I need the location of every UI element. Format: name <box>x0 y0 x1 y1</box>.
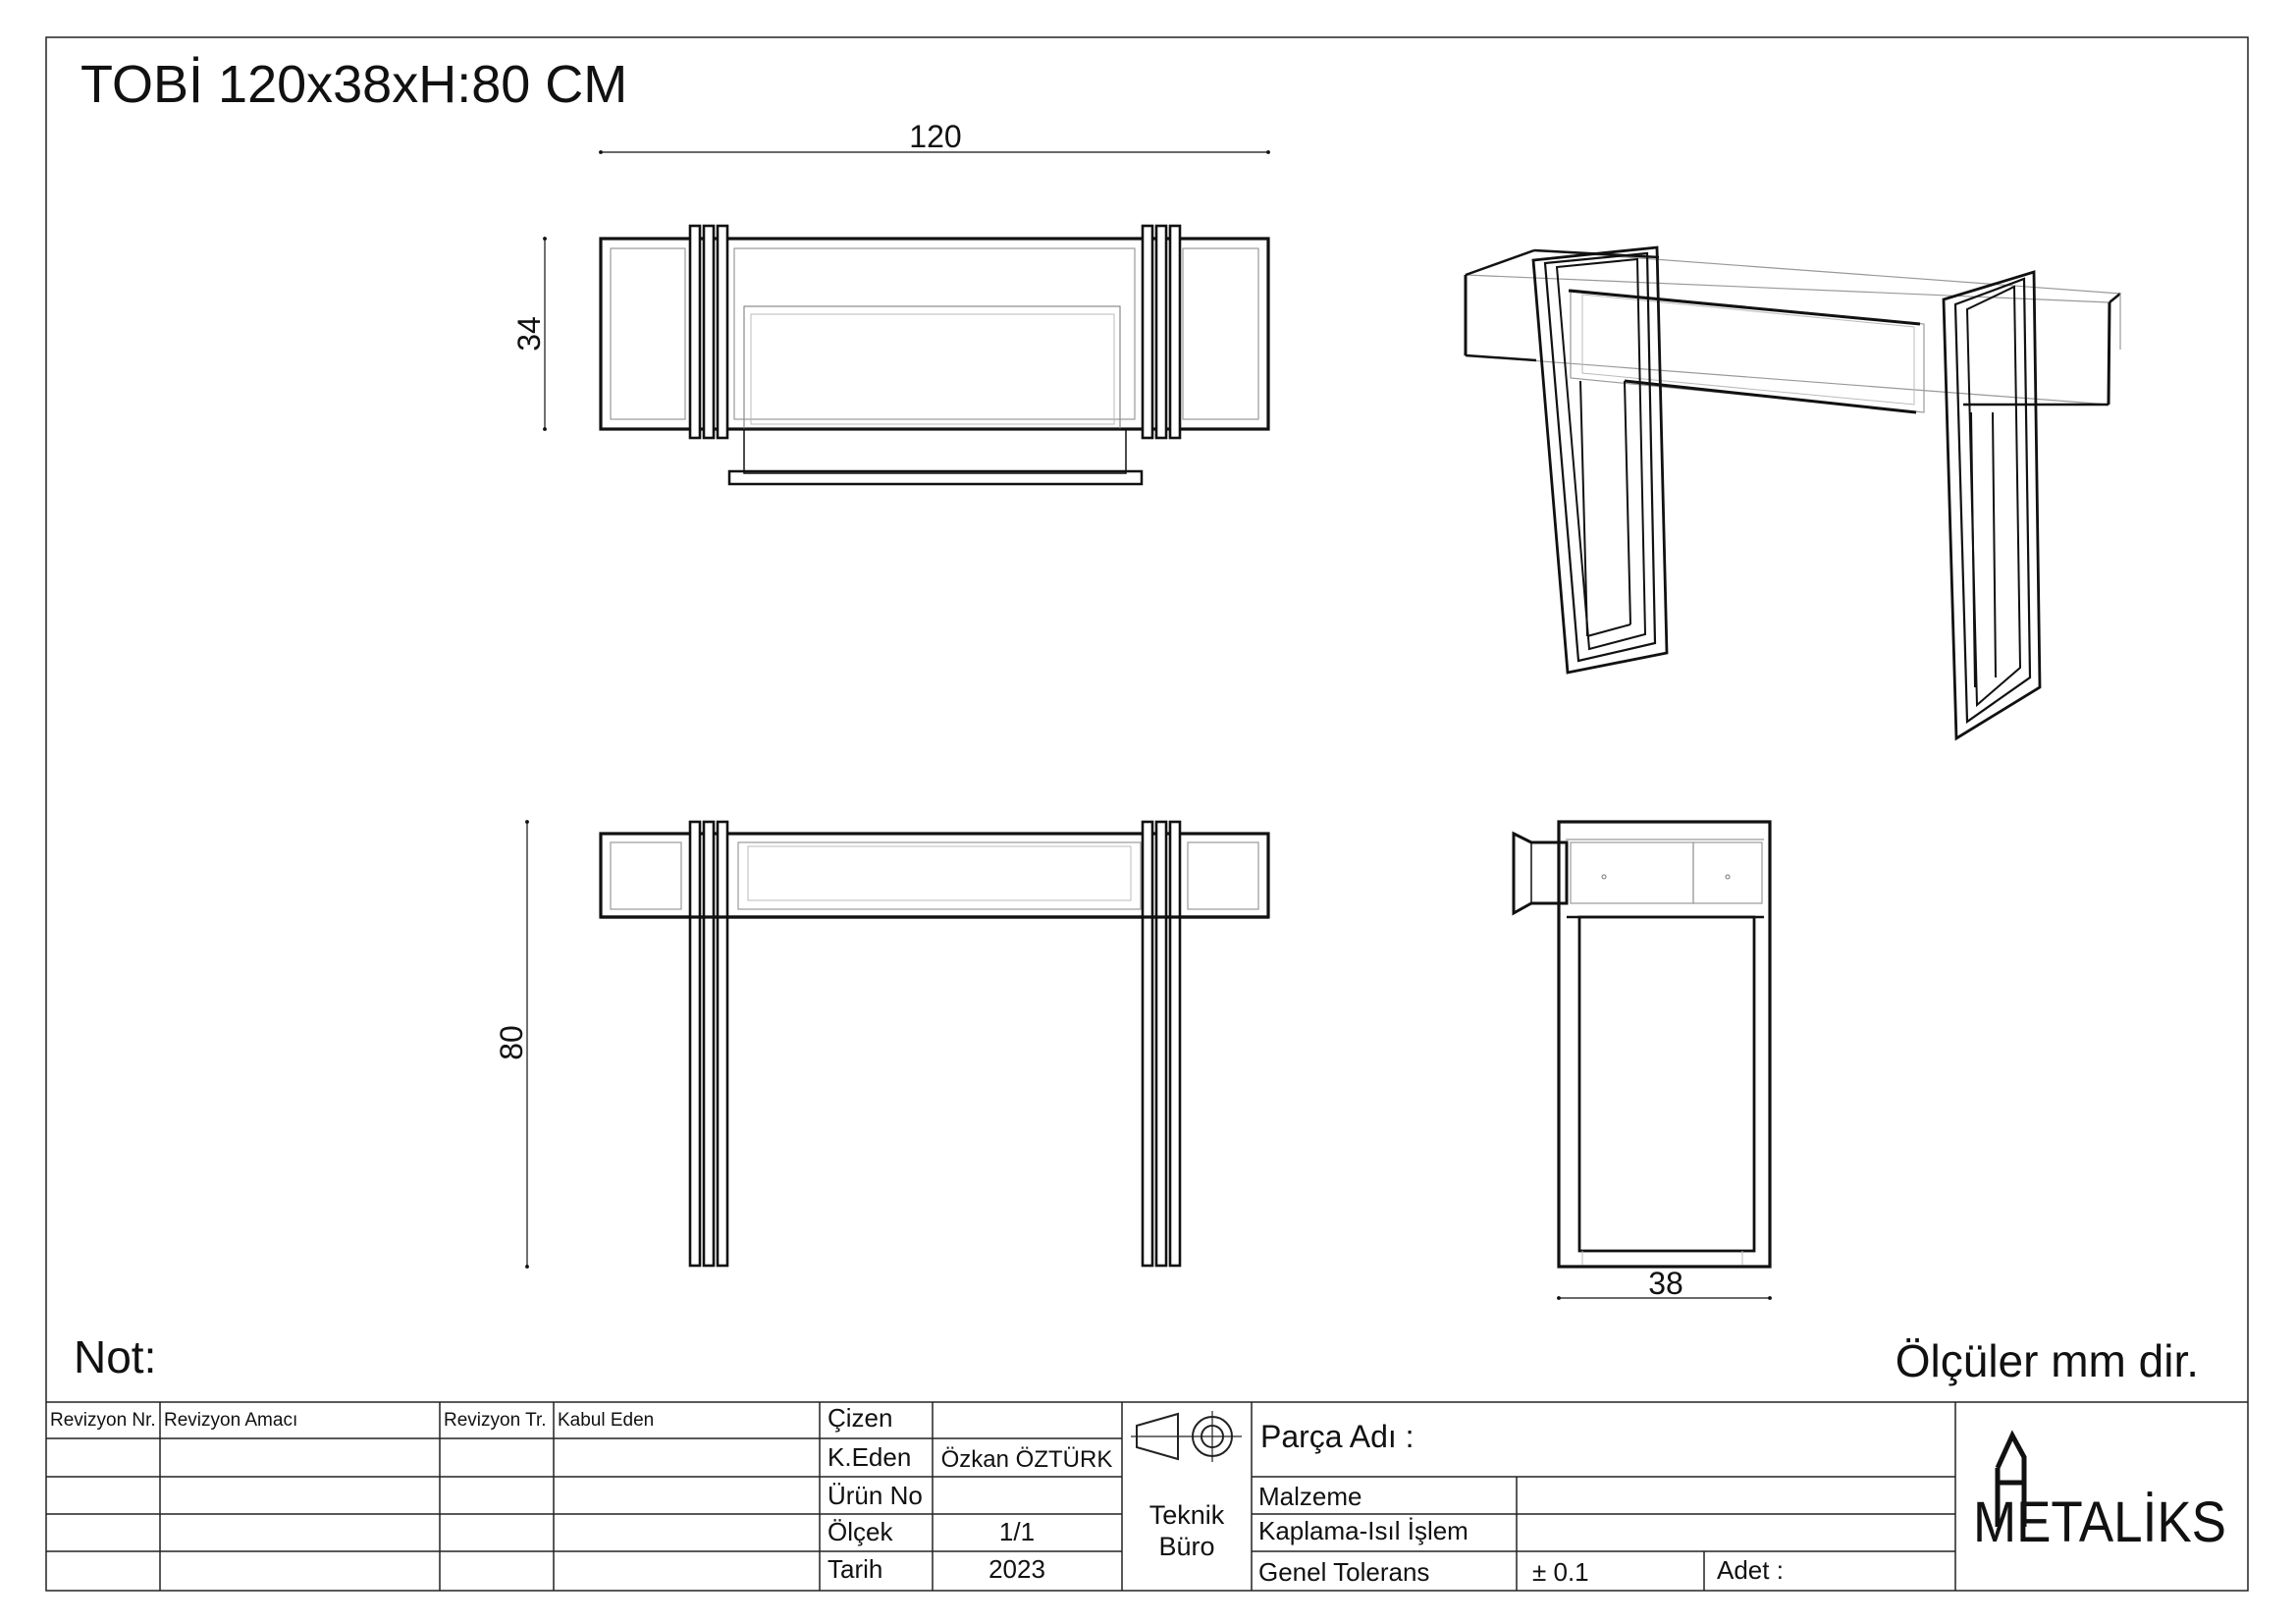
title-block <box>46 1401 2248 1591</box>
isometric-view <box>1464 245 2122 741</box>
dim-width-top: 120 <box>909 119 961 154</box>
side-view <box>1512 820 1772 1300</box>
sheet-border <box>45 36 2249 1592</box>
malzeme-label: Malzeme <box>1258 1482 1362 1511</box>
olcek-value: 1/1 <box>999 1517 1035 1546</box>
rev-header-nr: Revizyon Nr. <box>50 1410 156 1431</box>
office-line2: Büro <box>1158 1532 1214 1561</box>
top-view <box>543 150 1270 486</box>
chair-logo-icon <box>1995 1430 2027 1527</box>
tarih-value: 2023 <box>988 1554 1045 1584</box>
keden-label: K.Eden <box>828 1442 911 1472</box>
adet-label: Adet : <box>1717 1555 1784 1585</box>
drawing-title: TOBİ 120x38xH:80 CM <box>80 55 627 114</box>
logo-text: METALİKS <box>1973 1490 2226 1554</box>
front-view <box>525 820 1270 1269</box>
tarih-label: Tarih <box>828 1554 882 1584</box>
kaplama-label: Kaplama-Isıl İşlem <box>1258 1516 1468 1545</box>
office-line1: Teknik <box>1149 1500 1225 1530</box>
dim-side-depth: 38 <box>1648 1266 1683 1301</box>
parca-adi-label: Parça Adı : <box>1260 1419 1415 1454</box>
metaliks-logo: METALİKS <box>1973 1430 2226 1554</box>
tolerans-label: Genel Tolerans <box>1258 1557 1429 1587</box>
urun-no-label: Ürün No <box>828 1481 923 1510</box>
olcek-label: Ölçek <box>828 1517 893 1546</box>
dim-depth-top: 34 <box>511 316 547 352</box>
cizen-label: Çizen <box>828 1403 892 1433</box>
not-label: Not: <box>74 1331 156 1382</box>
rev-header-tarih: Revizyon Tr. <box>444 1410 547 1431</box>
rev-header-amaci: Revizyon Amacı <box>164 1410 297 1431</box>
tolerans-value: ± 0.1 <box>1532 1557 1589 1587</box>
projection-symbol-icon <box>1131 1411 1242 1462</box>
rev-header-kabul: Kabul Eden <box>558 1410 654 1431</box>
keden-value: Özkan ÖZTÜRK <box>941 1446 1113 1473</box>
dim-height: 80 <box>494 1025 529 1060</box>
units-note: Ölçüler mm dir. <box>1896 1335 2199 1386</box>
